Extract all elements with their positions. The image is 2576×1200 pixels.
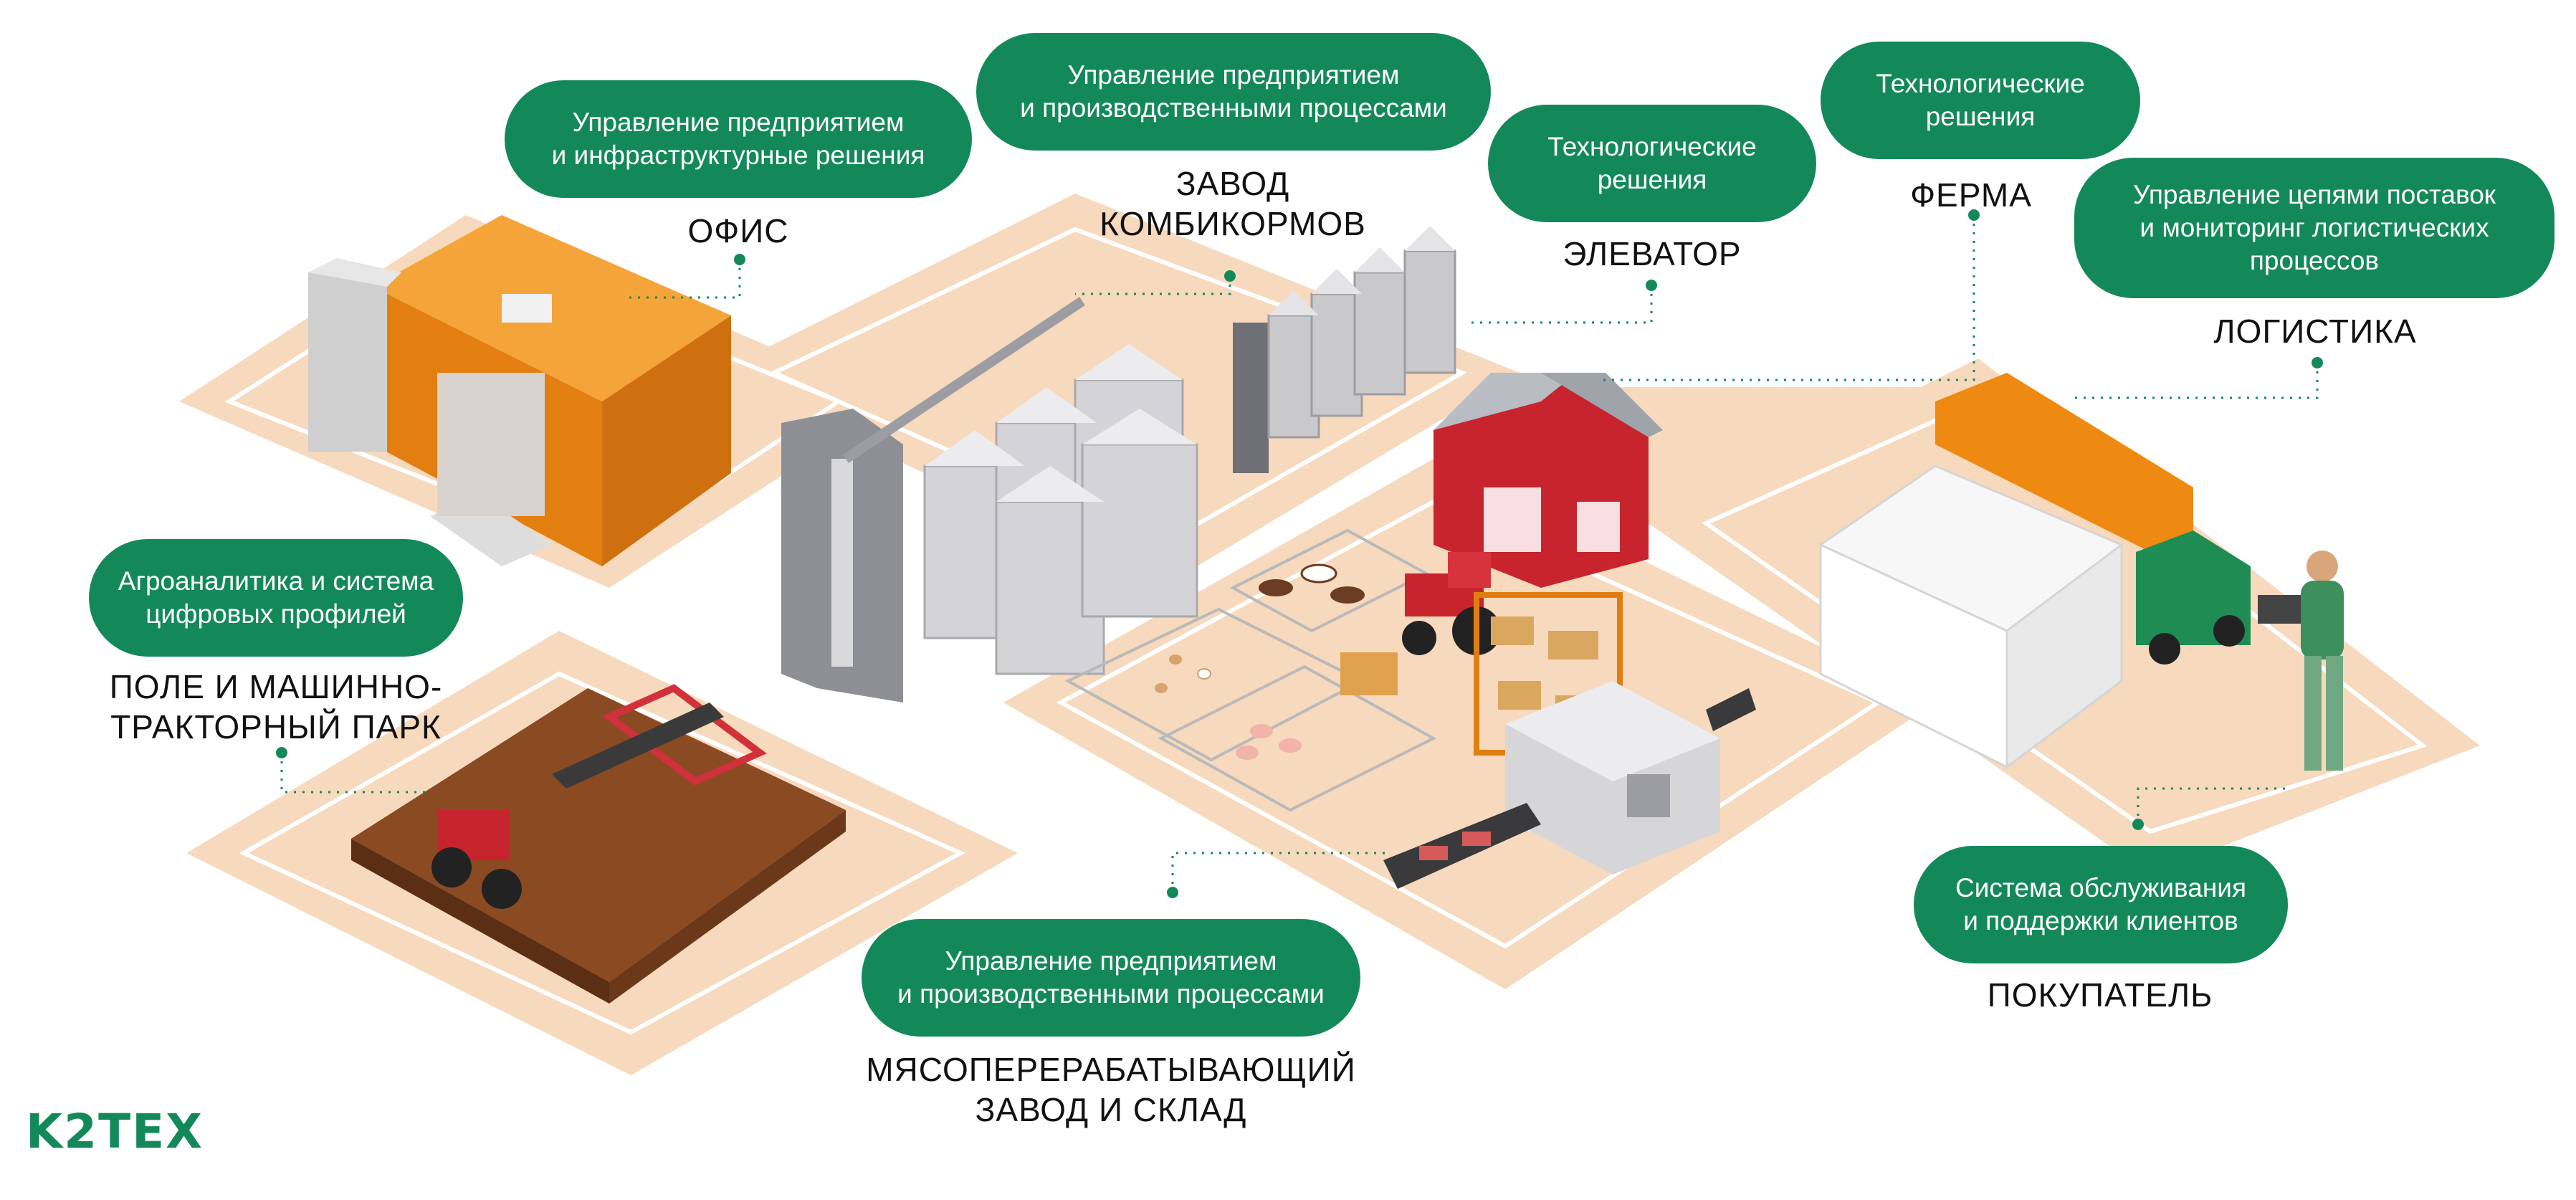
elevator-pill-line-1: Технологические [1547,132,1757,161]
meat-plant-pill-line-2: и производственными процессами [897,979,1325,1009]
office-pill-line-2: и инфраструктурные решения [551,141,925,170]
meat-processing-machine [1383,681,1756,889]
field-plot [351,684,846,1004]
farm-barn [1434,373,1663,588]
buyer-pill-line-1: Система обслуживания [1955,873,2247,903]
feed-plant-pill-line-1: Управление предприятием [1067,60,1400,90]
field-pill-line-1: Агроаналитика и система [118,566,434,596]
office-pill: Управление предприятием и инфраструктурн… [505,80,972,198]
farm-pill-line-1: Технологические [1876,69,2085,98]
connector-lines [280,215,2319,892]
buyer-pill-line-2: и поддержки клиентов [1963,906,2238,935]
feed-plant-pill-line-2: и производственными процессами [1020,93,1447,123]
farm-pill-line-2: решения [1925,102,2036,131]
elevator-pill-line-2: решения [1597,165,1707,194]
buyer-person [2258,551,2344,771]
farm-pill: Технологические решения [1821,42,2140,159]
logistics-pill: Управление цепями поставок и мониторинг … [2074,158,2554,298]
office-pill-line-1: Управление предприятием [572,108,905,137]
feed-plant-pill: Управление предприятием и производственн… [976,33,1491,151]
elevator-pill: Технологические решения [1488,105,1816,222]
logistics-pill-line-1: Управление цепями поставок [2132,180,2496,209]
connector-dots [276,209,2323,898]
feed-plant-silos [781,297,1198,703]
logistics-pill-line-2: и мониторинг логистических [2139,213,2489,242]
buyer-pill: Система обслуживания и поддержки клиенто… [1914,846,2288,963]
logistics-pill-line-3: процессов [2249,246,2380,275]
logistics-truck [1818,373,2251,769]
meat-plant-pill-line-1: Управление предприятием [945,946,1277,976]
field-pill: Агроаналитика и система цифровых профиле… [89,539,463,657]
office-building [308,215,731,566]
meat-plant-pill: Управление предприятием и производственн… [862,919,1360,1037]
animals [1155,563,1365,760]
elevator-silos [1233,226,1456,473]
field-pill-line-2: цифровых профилей [146,599,406,629]
